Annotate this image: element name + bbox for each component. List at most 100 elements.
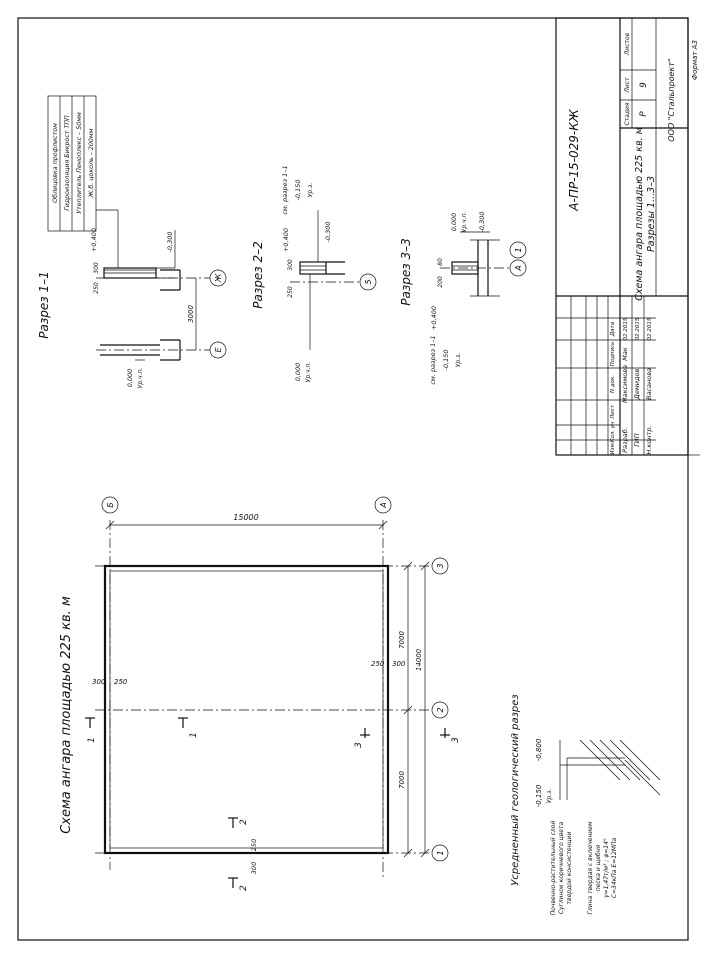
s33-dim-80: 80 (437, 258, 444, 266)
section-1-1: Разрез 1–1 Облицовка профлистом Гидроизо… (37, 95, 227, 389)
tb-row2-date: 02.2015 (635, 317, 641, 340)
s11-legend-1: Облицовка профлистом (51, 123, 59, 203)
plan-dim-250-right: 250 (371, 660, 385, 668)
plan-dim-250-bottom: 250 (250, 839, 258, 851)
format-label: Формат А3 (691, 40, 699, 80)
s11-mark-minus: -0,300 (166, 232, 174, 253)
title-sheet: 9 (639, 82, 649, 88)
tb-row1-role: Разраб. (621, 427, 629, 453)
s11-mark-plus: +0,400 (90, 228, 98, 252)
tb-row1-date: 02.2015 (623, 317, 629, 340)
s11-axis-e-label: Е (214, 347, 223, 353)
s33-mark-neg150-sub: Ур.з. (455, 353, 462, 368)
axis-label-b: Б (106, 502, 115, 508)
plan-cut-3-bottom: 3 (451, 737, 461, 743)
sheet-frame (17, 17, 689, 941)
s11-dim-250: 250 (93, 282, 100, 294)
s11-legend-4: Ж.б. цоколь – 200мм (87, 128, 95, 198)
title-block: А-ПР-15-029-КЖ Схема ангара площадью 225… (555, 17, 689, 456)
geology-layer2-l1: Глина твердая с включением (587, 821, 594, 914)
plan-dim-300-bottom: 300 (250, 862, 258, 874)
axis-label-3: 3 (436, 563, 445, 568)
s22-mark-zero-sub: Ур.ч.п. (305, 362, 312, 383)
axis-marker-a (374, 496, 392, 514)
s11-legend-3: Утеплитель Пеноплекс – 50мм (76, 112, 83, 214)
s11-axis-e (209, 341, 227, 359)
s33-axis-a (509, 259, 527, 277)
s11-axis-zh (209, 269, 227, 287)
tb-row1-sign: Мак (621, 347, 629, 361)
plan-dim-7000-b: 7000 (398, 771, 406, 789)
s11-dim-300: 300 (93, 262, 100, 274)
section-3-3: Разрез 3–3 см. разрез 1–1 -0,150 Ур.з. +… (399, 212, 527, 385)
plan-cut-2-bottom: 2 (239, 885, 249, 891)
section-1-1-title: Разрез 1–1 (37, 271, 51, 338)
tb-row3-date: 02.2015 (647, 317, 653, 340)
section-2-2: Разрез 2–2 см. разрез 1–1 -0,150 Ур.з. +… (251, 165, 377, 383)
plan-dim-300-right: 300 (392, 660, 406, 668)
title-stage-head: Стадия (624, 102, 631, 125)
s22-mark-minus: -0,300 (324, 222, 332, 243)
title-sheets-head: Листов (624, 32, 631, 56)
tb-head-kol: Кол. уч (610, 421, 616, 443)
title-name-1: Схема ангара площадью 225 кв. м (634, 127, 645, 301)
title-name-2: Разрезы 1...3–3 (646, 176, 657, 252)
geology-title: Усредненный геологический разрез (510, 694, 521, 886)
geology-layer2-l4: С=34кПа Е=12МПа (611, 837, 618, 898)
s22-mark-plus: +0,400 (282, 228, 290, 252)
plan-wall-outer (103, 564, 390, 855)
plan-cut-3-top: 3 (354, 742, 364, 748)
tb-head-sign: Подпись (610, 342, 616, 367)
title-doc-code: А-ПР-15-029-КЖ (567, 108, 581, 211)
s22-mark-neg150: -0,150 (294, 180, 302, 201)
s33-axis-1-label: 1 (514, 247, 523, 252)
geology-section: Усредненный геологический разрез -0,150 … (510, 694, 661, 916)
s33-mark-plus: +0,400 (430, 306, 438, 330)
axis-marker-2 (431, 701, 449, 719)
s33-dim-200: 200 (437, 276, 444, 288)
plan-cut-1-right: 1 (189, 732, 199, 738)
tb-row2-role: ГИП (633, 433, 641, 446)
plan-cut-2-top: 2 (239, 819, 249, 825)
plan-wall-inner (109, 570, 384, 849)
s33-axis-1 (509, 241, 527, 259)
axis-marker-1 (431, 844, 449, 862)
plan-dim-15000: 15000 (233, 513, 258, 522)
s33-mark-zero: 0,000 (450, 213, 458, 232)
geology-mark-top-sub: Ур.з. (546, 789, 553, 804)
plan-title: Схема ангара площадью 225 кв. м (59, 596, 74, 834)
geology-layer1-l1: Почвенно-растительный слой (550, 821, 557, 916)
s22-dim-300: 300 (287, 259, 294, 271)
plan-dim-250-left: 250 (114, 678, 128, 686)
plan-dim-7000-a: 7000 (398, 631, 406, 649)
tb-row3-role: Н.контр. (645, 425, 653, 454)
tb-head-ndok: N док. (610, 375, 616, 393)
s22-axis-5-label: 5 (364, 279, 373, 284)
s11-mark-zero: 0,000 (126, 369, 134, 388)
section-2-2-title: Разрез 2–2 (251, 241, 265, 308)
geology-mark-top: -0,150 (535, 784, 543, 807)
tb-row2-name: Демидов (633, 369, 641, 401)
s11-dim-3000: 3000 (187, 305, 195, 323)
tb-head-izm: Изм. (610, 441, 616, 454)
title-stage: Р (639, 111, 649, 117)
title-sheet-head: Лист (624, 77, 631, 94)
title-company: ООО "Стальпроект" (667, 58, 676, 141)
s11-axis-zh-label: Ж (214, 273, 223, 283)
tb-head-list: Лист (610, 404, 616, 420)
s22-axis-5 (359, 273, 377, 291)
section-3-3-title: Разрез 3–3 (399, 238, 413, 305)
tb-head-date: Дата (610, 321, 616, 337)
s33-ref: см. разрез 1–1 (429, 335, 437, 384)
axis-label-1: 1 (436, 850, 445, 855)
axis-label-a: А (379, 502, 388, 508)
geology-mark-bottom: -0,800 (535, 738, 543, 761)
s22-mark-neg150-sub: Ур.з. (307, 183, 314, 198)
geology-layer1-l3: твердой консистенции (566, 831, 573, 904)
s11-mark-zero-sub: Ур.ч.п. (137, 368, 144, 389)
plan-drawing: Схема ангара площадью 225 кв. м Б А 1 2 … (59, 496, 461, 891)
plan-cut-1-left: 1 (87, 737, 97, 743)
s22-mark-zero: 0,000 (294, 363, 302, 382)
axis-label-2: 2 (436, 707, 445, 712)
